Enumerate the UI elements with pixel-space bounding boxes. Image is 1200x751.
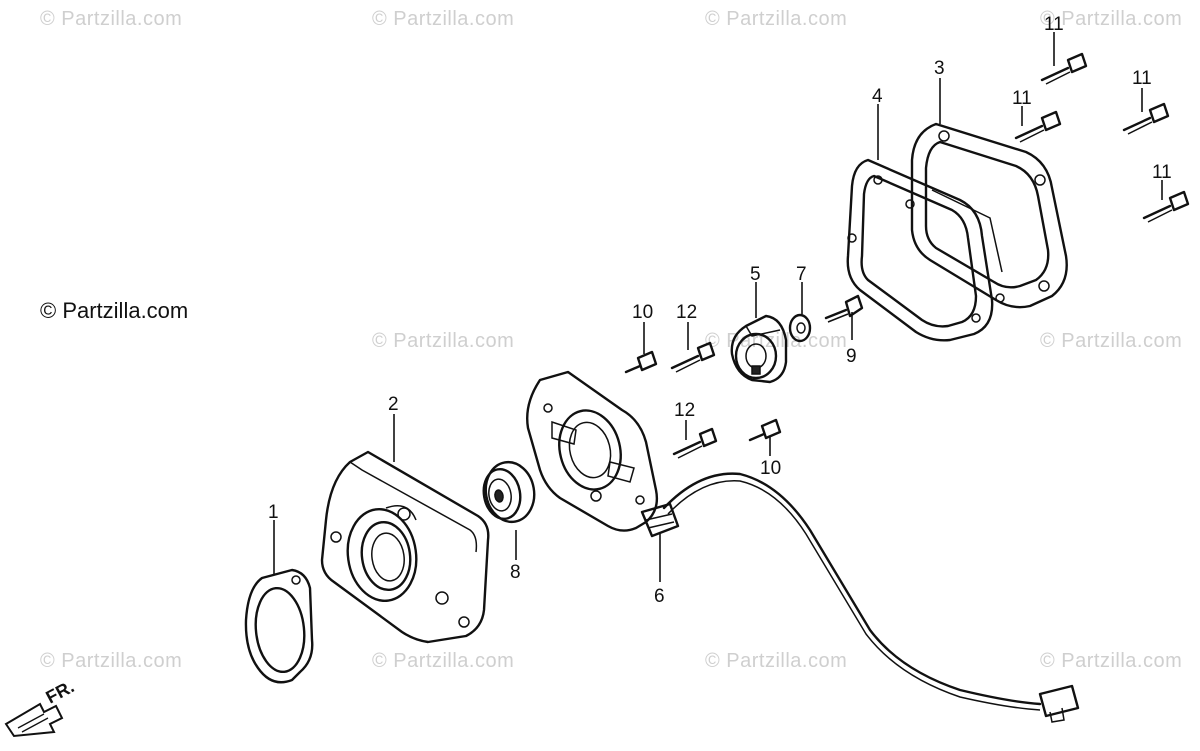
callout-4: 4 [872,86,883,107]
watermark: © Partzilla.com [372,650,515,672]
callout-3: 3 [934,58,945,79]
callout-10: 10 [632,302,653,323]
watermark: © Partzilla.com [372,8,515,30]
callout-12: 12 [674,400,695,421]
front-arrow-icon: FR. [4,676,77,738]
part-10-screw[interactable] [624,350,658,374]
callout-11: 11 [1044,14,1064,35]
callout-2: 2 [388,394,399,415]
part-7-washer[interactable] [788,313,812,343]
watermark: © Partzilla.com [705,650,848,672]
callout-6: 6 [654,586,665,607]
front-label: FR. [42,676,77,707]
part-2-housing[interactable] [320,450,490,644]
part-11-bolt[interactable] [1014,110,1062,143]
callout-9: 9 [846,346,857,367]
part-11-bolt[interactable] [1122,102,1170,135]
part-6-pulse-generator[interactable] [526,370,1080,723]
part-9-bolt[interactable] [824,294,864,323]
part-12-bolt[interactable] [672,427,718,459]
watermark: © Partzilla.com [40,650,183,672]
part-12-bolt[interactable] [670,341,716,373]
callout-11: 11 [1012,88,1032,109]
part-4-gasket[interactable] [846,158,994,342]
callout-8: 8 [510,562,521,583]
callout-1: 1 [268,502,279,523]
part-11-bolt[interactable] [1040,52,1088,85]
part-1-gasket[interactable] [244,568,314,684]
watermark: © Partzilla.com [1040,330,1183,352]
leader-lines [273,32,1163,582]
callout-7: 7 [796,264,807,285]
part-11-bolt[interactable] [1142,190,1190,223]
part-10-screw[interactable] [748,418,782,442]
part-5-rotor[interactable] [730,314,788,384]
callout-10: 10 [760,458,781,479]
callout-11: 11 [1132,68,1152,89]
watermark: © Partzilla.com [705,330,848,352]
callout-labels: 1 2 3 4 5 6 7 8 9 10 10 11 11 11 11 12 1… [268,14,1172,607]
part-3-cover[interactable] [910,122,1068,309]
watermark: © Partzilla.com [1040,8,1183,30]
callout-12: 12 [676,302,697,323]
callout-11: 11 [1152,162,1172,183]
watermark: © Partzilla.com [705,8,848,30]
callout-5: 5 [750,264,761,285]
watermark: © Partzilla.com [40,8,183,30]
part-8-oil-seal[interactable] [480,458,539,525]
copyright-watermark: © Partzilla.com [40,298,189,323]
watermark: © Partzilla.com [1040,650,1183,672]
watermark: © Partzilla.com [372,330,515,352]
